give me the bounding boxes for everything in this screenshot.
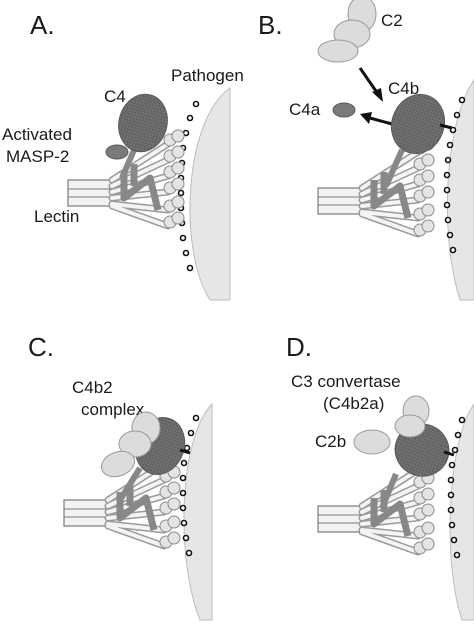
c4-molecule [118,93,168,153]
masp-label-line2: MASP-2 [6,147,69,166]
c4b-molecule [391,93,445,155]
c4b-label: C4b [388,79,419,98]
complex-label-line1: C4b2 [72,378,113,397]
pathogen-cell [189,87,231,301]
arrow-c2-to-c4b-head [372,88,383,102]
convertase-label-line1: C3 convertase [291,372,401,391]
panel-a: A. Pathogen C4 Activated MASP-2 Lectin [2,10,244,301]
convertase-label-line2: (C4b2a) [323,394,384,413]
panel-d-letter: D. [286,332,312,362]
complex-label-line2: complex [81,400,145,419]
panel-a-letter: A. [30,10,55,40]
c2-molecule [317,0,377,63]
panel-d: D. C3 convertase (C4b2a) C2b [286,332,474,621]
pathogen-label: Pathogen [171,66,244,85]
c4b2-stalk [117,466,143,502]
c4b-bond-d [443,450,455,457]
arrow-c4b-to-c4a-head [360,112,372,124]
c4b-bond-c [179,448,191,455]
panel-b: B. C2 C4b C4a [258,0,474,301]
activated-masp2 [105,144,129,160]
arrow-c4b-to-c4a [369,116,393,126]
panel-b-letter: B. [258,10,283,40]
pathogen-cell-b [446,79,474,301]
c4b-stalk [383,148,405,188]
c2-bound-molecule [101,411,161,478]
c4a-molecule [332,102,356,118]
c2-label: C2 [381,11,403,30]
c4-label: C4 [104,87,126,106]
c2b-molecule [353,429,391,455]
c4b-thioester-bond [439,123,453,130]
c4b2a-stalk [379,472,399,510]
pathogen-cell-c [183,402,213,621]
c4-stalk [119,148,137,180]
c4a-label: C4a [289,100,321,119]
pathogen-cell-d [449,403,474,621]
lectin-label: Lectin [34,207,79,226]
masp-label-line1: Activated [2,125,72,144]
arrow-c2-to-c4b [358,67,380,95]
c2a-molecule [394,395,430,438]
panel-c-letter: C. [28,332,54,362]
panel-c: C. C4b2 complex [28,332,213,621]
c2b-label: C2b [315,432,346,451]
